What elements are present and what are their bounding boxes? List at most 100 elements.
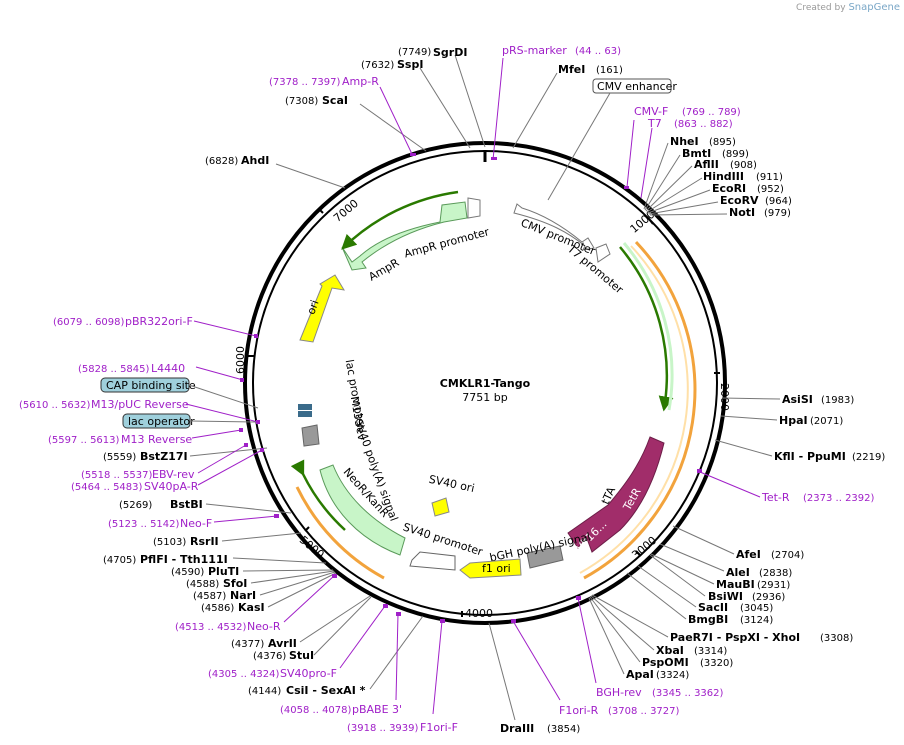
- primer-site: [254, 334, 258, 338]
- primer-name: M13 Reverse: [121, 433, 192, 446]
- primer-position: (3918 .. 3939): [347, 723, 419, 734]
- enzyme-leader: [637, 565, 697, 608]
- primer-site: [624, 186, 629, 189]
- primer-leader: [197, 449, 263, 486]
- primer-position: (3708 .. 3727): [608, 706, 680, 717]
- enzyme-leader: [419, 67, 471, 149]
- enzyme-name: SacII: [698, 601, 728, 614]
- enzyme-name: BmtI: [682, 147, 711, 160]
- enzyme-name: NarI: [230, 589, 256, 602]
- enzyme-position: (908): [730, 160, 757, 171]
- primer-name: Neo-R: [247, 620, 281, 633]
- primer-site: [491, 157, 497, 160]
- t7-promoter-arrow: [595, 243, 611, 263]
- enzyme-leader: [488, 622, 516, 721]
- enzyme-name: MfeI: [558, 63, 585, 76]
- neor-kanr-arrow: [319, 464, 406, 556]
- enzyme-leader: [650, 553, 715, 585]
- neor-orange-arc: [295, 486, 385, 580]
- primer-site: [383, 604, 388, 608]
- tick-label: 6000: [234, 346, 247, 374]
- enzyme-leader: [644, 154, 681, 211]
- primer-leader: [699, 471, 761, 498]
- ori-arrow: [299, 274, 345, 343]
- enzyme-leader: [588, 597, 625, 675]
- enzyme-position: (4144): [248, 686, 281, 697]
- enzyme-position: (911): [756, 172, 783, 183]
- primer-leader: [379, 86, 413, 155]
- enzyme-leader: [714, 439, 773, 457]
- primer-position: (5123 .. 5142): [108, 519, 180, 530]
- primer-site: [440, 619, 445, 623]
- primer-position: (6079 .. 6098): [53, 317, 125, 328]
- primer-site: [240, 378, 244, 382]
- enzyme-position: (3314): [694, 646, 727, 657]
- primer-name: CMV-F: [634, 105, 668, 118]
- enzyme-name: NotI: [729, 206, 755, 219]
- enzyme-position: (4376): [253, 651, 286, 662]
- cmv-promoter-arrow: [513, 203, 595, 251]
- primer-site: [396, 612, 401, 616]
- f1-ori-arrow: [459, 558, 522, 579]
- sv40-ori-label: SV40 ori: [428, 473, 476, 495]
- enzyme-name: AvrII: [268, 637, 297, 650]
- cmv-enhancer-leader: [547, 92, 611, 201]
- primer-position: (4305 .. 4324): [208, 669, 280, 680]
- primer-leader: [626, 119, 635, 188]
- enzyme-name: CsiI - SexAI *: [286, 684, 366, 697]
- sv40-promoter-label: SV40 promoter: [401, 521, 484, 559]
- tick-label: 7000: [331, 197, 361, 225]
- primer-leader: [185, 403, 259, 423]
- enzyme-position: (3308): [820, 633, 853, 644]
- cmv-enhancer-label: CMV enhancer: [597, 80, 677, 93]
- primer-leader: [197, 444, 247, 474]
- plasmid-name: CMKLR1-Tango: [440, 377, 531, 390]
- primer-position: (44 .. 63): [575, 46, 621, 57]
- primer-position: (2373 .. 2392): [803, 493, 875, 504]
- enzyme-name: SspI: [397, 58, 423, 71]
- enzyme-position: (7308): [285, 96, 318, 107]
- enzyme-position: (2931): [757, 580, 790, 591]
- primer-leader: [283, 574, 336, 623]
- primer-site: [260, 448, 264, 452]
- tta-orange-halo: [579, 245, 689, 574]
- enzyme-position: (4587): [193, 591, 226, 602]
- enzyme-leader: [313, 596, 372, 656]
- primer-name: M13/pUC Reverse: [91, 398, 189, 411]
- sv40-ori-box: [431, 497, 450, 517]
- primer-site: [410, 153, 416, 156]
- enzyme-position: (4588): [186, 579, 219, 590]
- enzyme-position: (7632): [361, 60, 394, 71]
- primer-leader: [193, 320, 257, 337]
- primer-site: [511, 619, 516, 623]
- primer-leader: [213, 515, 278, 523]
- enzyme-position: (161): [596, 65, 623, 76]
- primer-position: (3345 .. 3362): [652, 688, 724, 699]
- enzyme-name: PspOMI: [642, 656, 689, 669]
- enzyme-leader: [645, 165, 693, 212]
- enzyme-name: AsiSI: [782, 393, 813, 406]
- primer-name: F1ori-R: [559, 704, 599, 717]
- enzyme-leader: [649, 213, 728, 216]
- primer-name: Tet-R: [761, 491, 790, 504]
- enzyme-position: (5103): [153, 537, 186, 548]
- enzyme-leader: [232, 557, 327, 564]
- m13-rev-label: M13 rev: [348, 395, 369, 442]
- enzyme-leader: [250, 570, 335, 584]
- enzyme-leader: [647, 189, 711, 214]
- primer-site: [576, 596, 581, 600]
- enzyme-name: AhdI: [241, 154, 269, 167]
- enzyme-position: (4705): [103, 555, 136, 566]
- neor-direction-line: [290, 459, 346, 531]
- enzyme-name: BstZ17I: [140, 450, 188, 463]
- enzyme-name: ApaI: [626, 668, 654, 681]
- enzyme-position: (4590): [171, 567, 204, 578]
- enzyme-name: KasI: [238, 601, 265, 614]
- tta-halo: [622, 242, 674, 411]
- enzyme-leader: [512, 72, 558, 149]
- enzyme-leader: [221, 532, 302, 542]
- enzyme-leader: [659, 543, 725, 572]
- sv40-polya-box: [301, 424, 320, 447]
- primer-name: SV40pA-R: [144, 480, 199, 493]
- primer-site: [244, 443, 248, 447]
